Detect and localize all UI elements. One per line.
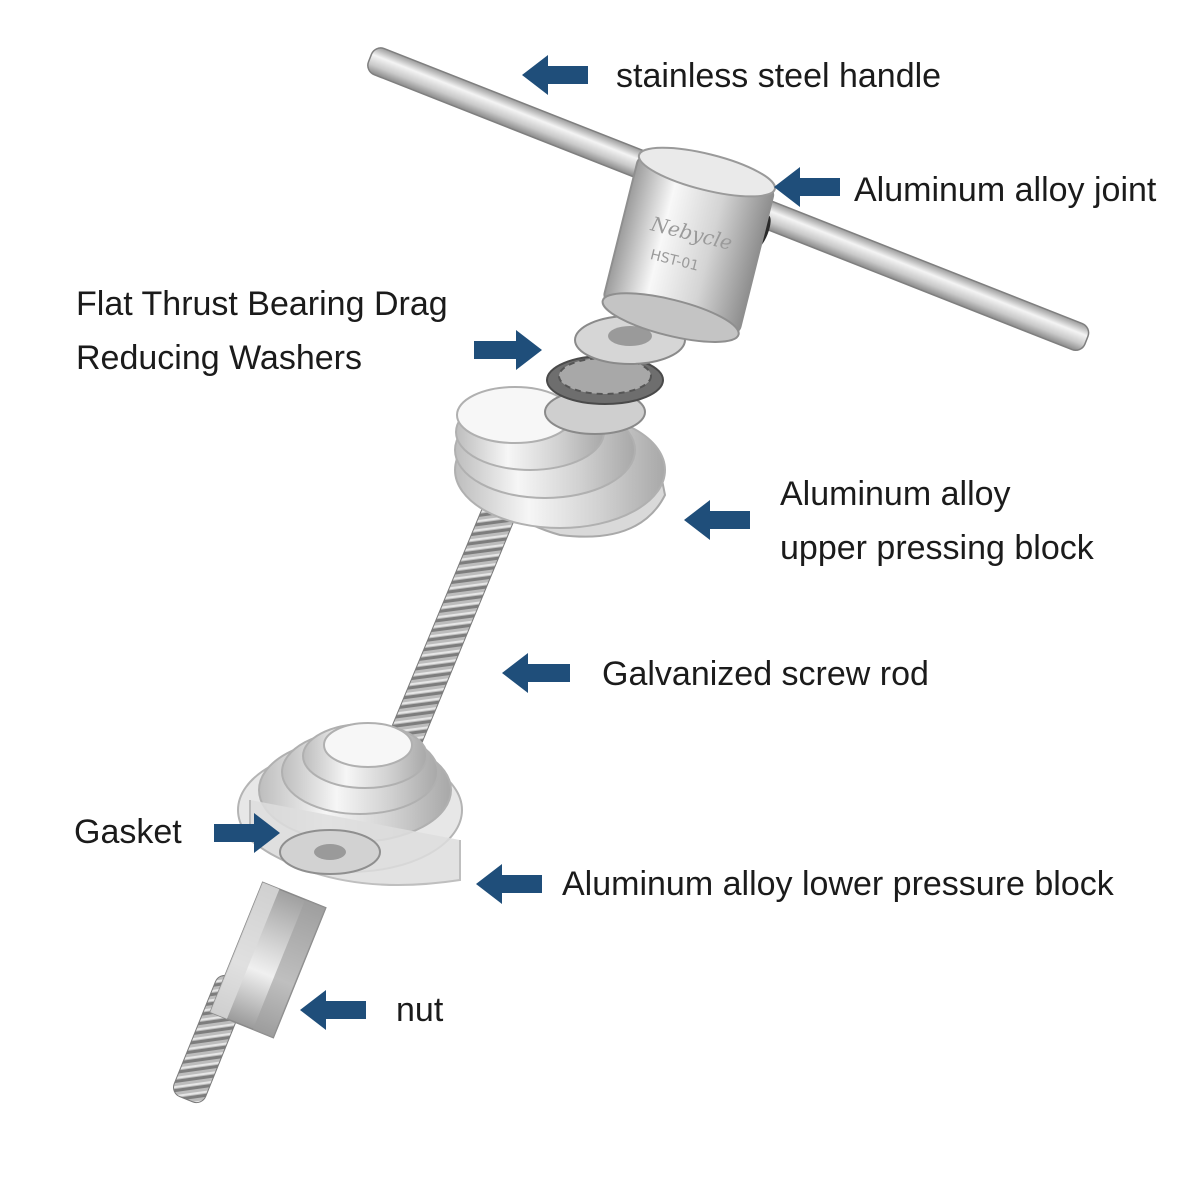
label-galvanized-screw-rod: Galvanized screw rod bbox=[602, 655, 929, 693]
label-stainless-steel-handle: stainless steel handle bbox=[616, 57, 942, 95]
arrow-handle-icon bbox=[522, 55, 588, 95]
callout-arrows bbox=[214, 55, 840, 1030]
label-upper-block-line2: upper pressing block bbox=[780, 529, 1094, 567]
label-upper-block-line1: Aluminum alloy bbox=[780, 475, 1011, 513]
arrow-nut-icon bbox=[300, 990, 366, 1030]
label-nut: nut bbox=[396, 991, 444, 1029]
arrow-lower-block-icon bbox=[476, 864, 542, 904]
arrow-gasket-icon bbox=[214, 813, 280, 853]
label-thrust-washers-line1: Flat Thrust Bearing Drag bbox=[76, 285, 448, 323]
aluminum-joint: Nebycle HST-01 bbox=[601, 146, 776, 343]
arrow-upper-block-icon bbox=[684, 500, 750, 540]
label-aluminum-alloy-joint: Aluminum alloy joint bbox=[854, 171, 1157, 209]
label-gasket: Gasket bbox=[74, 813, 182, 851]
label-thrust-washers-line2: Reducing Washers bbox=[76, 339, 362, 377]
arrow-joint-icon bbox=[774, 167, 840, 207]
label-lower-pressure-block: Aluminum alloy lower pressure block bbox=[562, 865, 1114, 903]
gasket bbox=[279, 829, 381, 875]
arrow-washers-icon bbox=[474, 330, 542, 370]
arrow-screw-rod-icon bbox=[502, 653, 570, 693]
hex-nut bbox=[209, 881, 327, 1039]
